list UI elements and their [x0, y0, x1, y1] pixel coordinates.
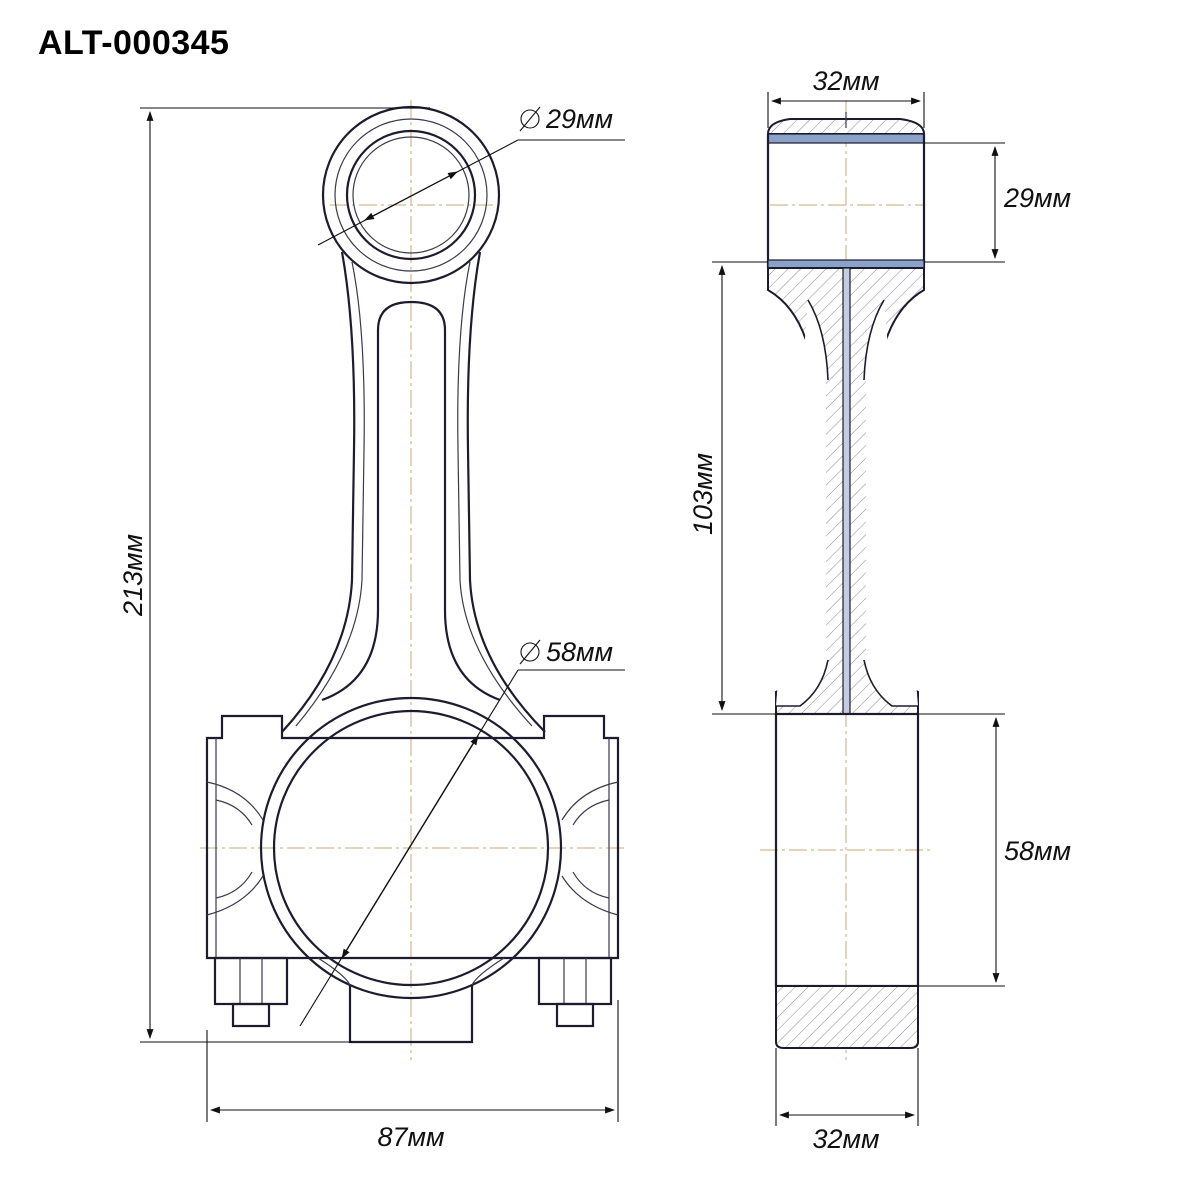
big-end-diameter-dimension: 58мм — [299, 637, 625, 1027]
width-label: 87мм — [377, 1122, 444, 1152]
big-end-diameter-label: 58мм — [546, 637, 613, 667]
total-length-dimension: 213мм — [118, 107, 430, 1043]
top-width-label: 32мм — [812, 66, 879, 96]
oil-channel — [842, 267, 851, 715]
top-width-dimension: 32мм — [767, 66, 925, 128]
shank-length-label: 103мм — [688, 453, 718, 535]
shank-groove — [321, 300, 501, 702]
side-view: 32мм 29мм 103мм 58мм 32мм — [688, 66, 1071, 1154]
big-end-height-label: 58мм — [1004, 836, 1071, 866]
width-dimension: 87мм — [206, 1000, 619, 1152]
small-end-height-label: 29мм — [1003, 183, 1071, 213]
bottom-width-label: 32мм — [812, 1124, 879, 1154]
front-view: 213мм 87мм 29мм 58мм — [118, 100, 625, 1152]
drawing-title: ALT-000345 — [38, 24, 230, 62]
shank-outline — [281, 251, 546, 733]
side-big-end — [774, 712, 920, 1049]
total-length-label: 213мм — [118, 534, 148, 617]
left-bolt — [213, 956, 289, 1028]
small-end-diameter-label: 29мм — [545, 104, 613, 134]
bottom-width-dimension: 32мм — [775, 1048, 919, 1154]
big-end-height-dimension: 58мм — [918, 713, 1071, 987]
side-small-end — [766, 112, 926, 269]
small-end-diameter-dimension: 29мм — [317, 104, 625, 246]
right-bolt — [537, 956, 613, 1028]
big-end-body — [205, 696, 620, 1044]
small-end-height-dimension: 29мм — [924, 142, 1071, 263]
shank-length-dimension: 103мм — [688, 261, 776, 715]
